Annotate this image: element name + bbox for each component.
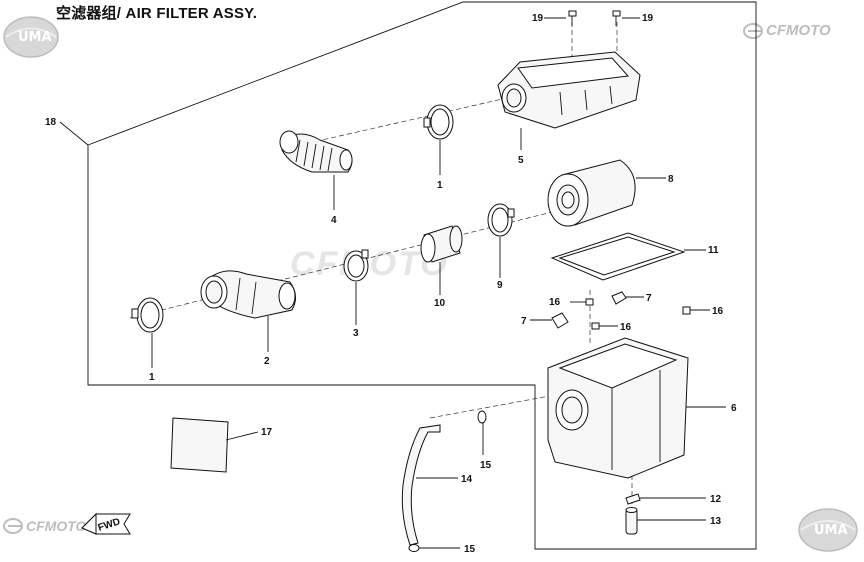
callout-4: 4 <box>331 215 337 226</box>
hose-clamp-1-top <box>423 104 454 140</box>
callout-6: 6 <box>731 403 737 414</box>
callout-16-right: 16 <box>712 306 724 317</box>
callout-9: 9 <box>497 280 503 291</box>
uma-logo-top-left: UMA <box>2 14 60 60</box>
callout-14: 14 <box>461 474 473 485</box>
callout-15-top: 15 <box>480 460 492 471</box>
callout-15-bottom: 15 <box>464 544 476 555</box>
callout-1-top: 1 <box>437 180 443 191</box>
cfmoto-logo-text: CFMOTO <box>26 518 87 534</box>
callout-5: 5 <box>518 155 524 166</box>
clip-7-left <box>551 312 569 329</box>
callout-18: 18 <box>45 117 57 128</box>
uma-logo-text: UMA <box>814 523 848 538</box>
breather-hose-14 <box>401 424 441 546</box>
o-ring-15-top <box>477 410 487 424</box>
clip-7-right <box>611 291 627 305</box>
callout-2: 2 <box>264 356 270 367</box>
assembly-frame <box>87 1 757 550</box>
uma-logo-text: UMA <box>18 30 52 45</box>
airbox-cover-5 <box>497 51 641 129</box>
callout-16-left: 16 <box>549 297 561 308</box>
bolt-19-right <box>612 10 621 26</box>
callout-16-middle: 16 <box>620 322 632 333</box>
hose-clamp-3 <box>343 249 369 282</box>
label-sheet-17 <box>170 417 229 473</box>
gasket-11 <box>550 232 686 281</box>
page-title: 空滤器组/ AIR FILTER ASSY. <box>56 5 258 22</box>
callout-3: 3 <box>353 328 359 339</box>
uma-logo-bottom-right: UMA <box>797 506 859 554</box>
hose-clamp-1-bottom <box>131 297 164 333</box>
callout-8: 8 <box>668 174 674 185</box>
callout-7-left: 7 <box>521 316 527 327</box>
intake-duct-4 <box>279 130 353 173</box>
hose-clamp-9 <box>487 203 515 237</box>
callout-7-right: 7 <box>646 293 652 304</box>
plug-16-c <box>682 306 691 315</box>
callout-19-left: 19 <box>532 13 544 24</box>
callout-12: 12 <box>710 494 722 505</box>
callout-17: 17 <box>261 427 273 438</box>
callout-13: 13 <box>710 516 722 527</box>
sleeve-10 <box>420 225 463 263</box>
bolt-19-left <box>568 10 577 26</box>
callout-1-bottom: 1 <box>149 372 155 383</box>
drain-clamp-12 <box>625 493 641 505</box>
callout-19-right: 19 <box>642 13 654 24</box>
plug-16-b <box>591 322 600 330</box>
filter-element-8 <box>547 159 636 227</box>
callout-10: 10 <box>434 298 446 309</box>
elbow-hose-2 <box>200 270 296 319</box>
airbox-base-6 <box>547 337 689 479</box>
plug-16-a <box>585 298 594 306</box>
fwd-arrow-icon <box>81 512 131 535</box>
callout-11: 11 <box>708 245 719 256</box>
cfmoto-logo-text: CFMOTO <box>766 22 831 39</box>
o-ring-15-bottom <box>408 544 420 552</box>
drain-plug-13 <box>625 507 638 535</box>
